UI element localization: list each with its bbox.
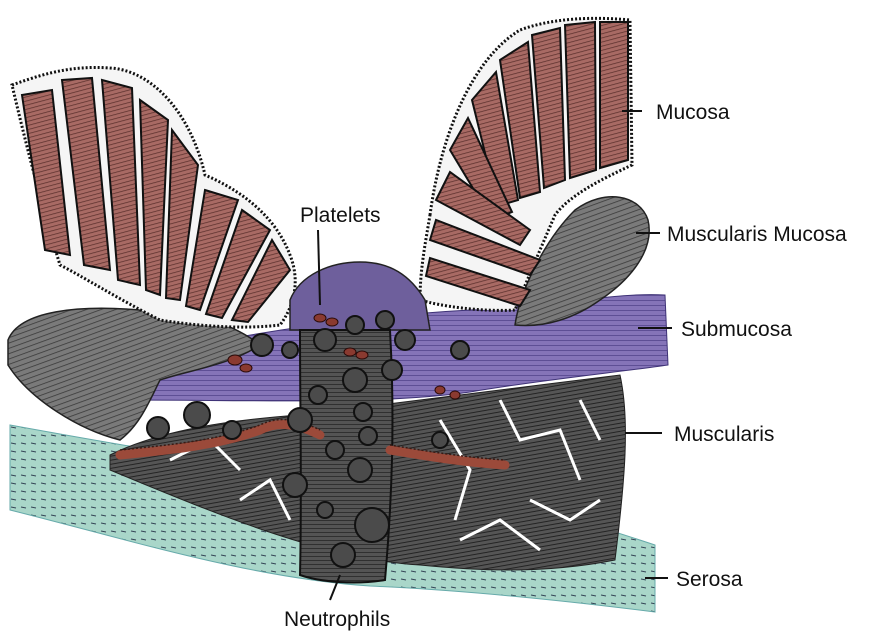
label-mucosa: Mucosa [656, 101, 730, 124]
label-platelets: Platelets [300, 204, 381, 227]
label-neutrophils: Neutrophils [284, 608, 390, 631]
mucosa-left [12, 67, 295, 327]
label-serosa: Serosa [676, 568, 743, 591]
label-muscularis-mucosa: Muscularis Mucosa [667, 223, 847, 246]
label-muscularis: Muscularis [674, 423, 774, 446]
label-submucosa: Submucosa [681, 318, 792, 341]
